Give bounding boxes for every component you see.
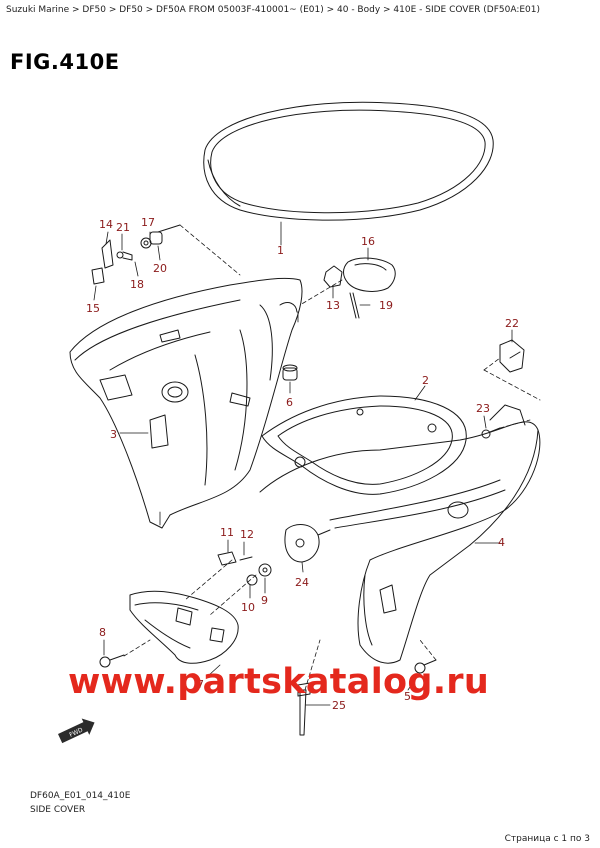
callout-11: 11 xyxy=(220,526,234,539)
callout-17: 17 xyxy=(141,216,155,229)
top-left-fasteners xyxy=(91,224,181,285)
callout-23: 23 xyxy=(476,402,490,415)
figure-title: FIG.410E xyxy=(10,50,120,74)
callout-2: 2 xyxy=(422,374,429,387)
callout-16: 16 xyxy=(361,235,375,248)
screw-8 xyxy=(99,654,125,668)
bushing-6 xyxy=(282,364,298,381)
breadcrumb[interactable]: Suzuki Marine > DF50 > DF50 > DF50A FROM… xyxy=(6,5,541,15)
callout-6: 6 xyxy=(286,396,293,409)
inner-frame xyxy=(261,395,467,495)
callout-19: 19 xyxy=(379,299,393,312)
callout-21: 21 xyxy=(116,221,130,234)
page-counter: Страница с 1 по 3 xyxy=(504,834,590,844)
left-side-cover xyxy=(69,277,303,529)
leader-lines xyxy=(93,221,513,706)
watermark: www.partskatalog.ru xyxy=(68,662,490,702)
top-seal-ring xyxy=(203,101,494,221)
small-parts-mid xyxy=(217,551,272,586)
callout-12: 12 xyxy=(240,528,254,541)
callout-14: 14 xyxy=(99,218,113,231)
callout-8: 8 xyxy=(99,626,106,639)
callout-7: 7 xyxy=(197,678,204,691)
callout-10: 10 xyxy=(241,601,255,614)
fwd-arrow: FWD xyxy=(58,718,95,744)
handle xyxy=(343,257,396,319)
callout-15: 15 xyxy=(86,302,100,315)
callout-1: 1 xyxy=(277,244,284,257)
callout-25: 25 xyxy=(332,699,346,712)
callouts: 1 2 3 4 5 6 7 8 9 10 11 12 13 14 15 16 1… xyxy=(86,216,519,712)
bracket-22 xyxy=(499,339,525,373)
dashed-lines xyxy=(123,224,541,691)
grommet-13 xyxy=(323,265,343,288)
callout-9: 9 xyxy=(261,594,268,607)
callout-3: 3 xyxy=(110,428,117,441)
cable-tie-25 xyxy=(297,682,311,736)
callout-4: 4 xyxy=(498,536,505,549)
callout-20: 20 xyxy=(153,262,167,275)
figure-code: DF60A_E01_014_410E xyxy=(30,791,131,801)
callout-5: 5 xyxy=(404,690,411,703)
callout-22: 22 xyxy=(505,317,519,330)
callout-18: 18 xyxy=(130,278,144,291)
screw-23 xyxy=(481,427,501,439)
callout-24: 24 xyxy=(295,576,309,589)
damper-24 xyxy=(284,524,331,563)
screw-5 xyxy=(414,659,437,674)
bottom-cover xyxy=(129,590,239,664)
figure-name: SIDE COVER xyxy=(30,805,86,815)
right-side-cover xyxy=(259,404,541,664)
callout-13: 13 xyxy=(326,299,340,312)
